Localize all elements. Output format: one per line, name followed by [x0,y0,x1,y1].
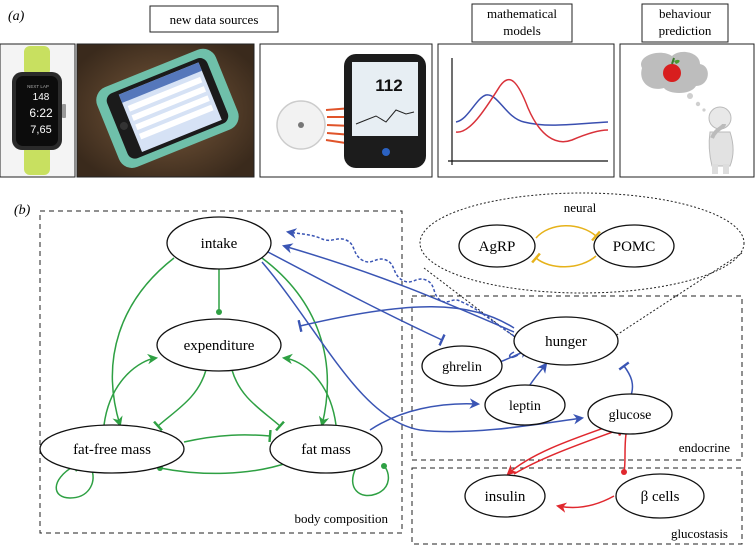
smartwatch-image: NEXT LAP 148 6:22 7,65 [0,43,76,178]
node-beta-cells: β cells [615,473,705,519]
watch-value-1: 148 [33,92,50,103]
node-hunger: hunger [513,316,619,366]
region-endocrine [411,295,743,461]
header-new-data-sources: new data sources [149,5,279,33]
node-ghrelin: ghrelin [421,345,503,387]
model-series-blue [455,94,609,126]
region-body-composition [39,210,403,534]
node-pomc: POMC [593,224,675,268]
model-chart [437,43,615,178]
region-neural [419,192,745,294]
region-glucostasis [411,467,743,545]
region-body-composition-label: body composition [294,511,388,526]
model-series-red [455,79,609,143]
header-mathematical-models: mathematical models [471,3,573,43]
header-models-line1: mathematical [487,6,557,21]
node-fat-mass: fat mass [269,424,383,474]
node-expenditure-label: expenditure [184,338,255,354]
region-neural-label: neural [564,200,597,215]
watch-value-3: 7,65 [30,124,51,136]
panel-b-label: (b) [14,203,31,218]
region-endocrine-label: endocrine [679,440,730,455]
node-agrp: AgRP [458,224,536,268]
node-agrp-label: AgRP [479,239,516,255]
node-glucose: glucose [587,393,673,435]
glucose-sensor-image: 112 [259,43,433,178]
region-glucostasis-label: glucostasis [671,526,728,541]
node-fat-mass-label: fat mass [301,442,351,458]
node-insulin: insulin [464,474,546,518]
behaviour-figure-image [619,43,755,178]
node-fat-free-mass-label: fat-free mass [73,442,151,458]
watch-small-label: NEXT LAP [27,84,49,89]
node-expenditure: expenditure [156,318,282,372]
watch-value-2: 6:22 [29,106,53,120]
header-new-data-text: new data sources [170,12,259,27]
header-models-line2: models [503,23,541,38]
header-behaviour-prediction: behaviour prediction [641,3,729,43]
node-insulin-label: insulin [485,489,526,505]
node-pomc-label: POMC [613,239,656,255]
smartphone-image [76,43,255,178]
node-fat-free-mass: fat-free mass [39,424,185,474]
node-ghrelin-label: ghrelin [442,360,482,375]
node-hunger-label: hunger [545,334,587,350]
node-leptin: leptin [484,384,566,426]
node-intake: intake [166,216,272,270]
glucose-reader-value: 112 [375,76,402,95]
node-leptin-label: leptin [509,399,541,414]
panel-a-label: (a) [8,9,25,24]
header-behaviour-line2: prediction [659,23,712,38]
node-beta-cells-label: β cells [641,489,680,505]
header-behaviour-line1: behaviour [659,6,712,21]
node-glucose-label: glucose [609,408,652,423]
node-intake-label: intake [201,236,238,252]
